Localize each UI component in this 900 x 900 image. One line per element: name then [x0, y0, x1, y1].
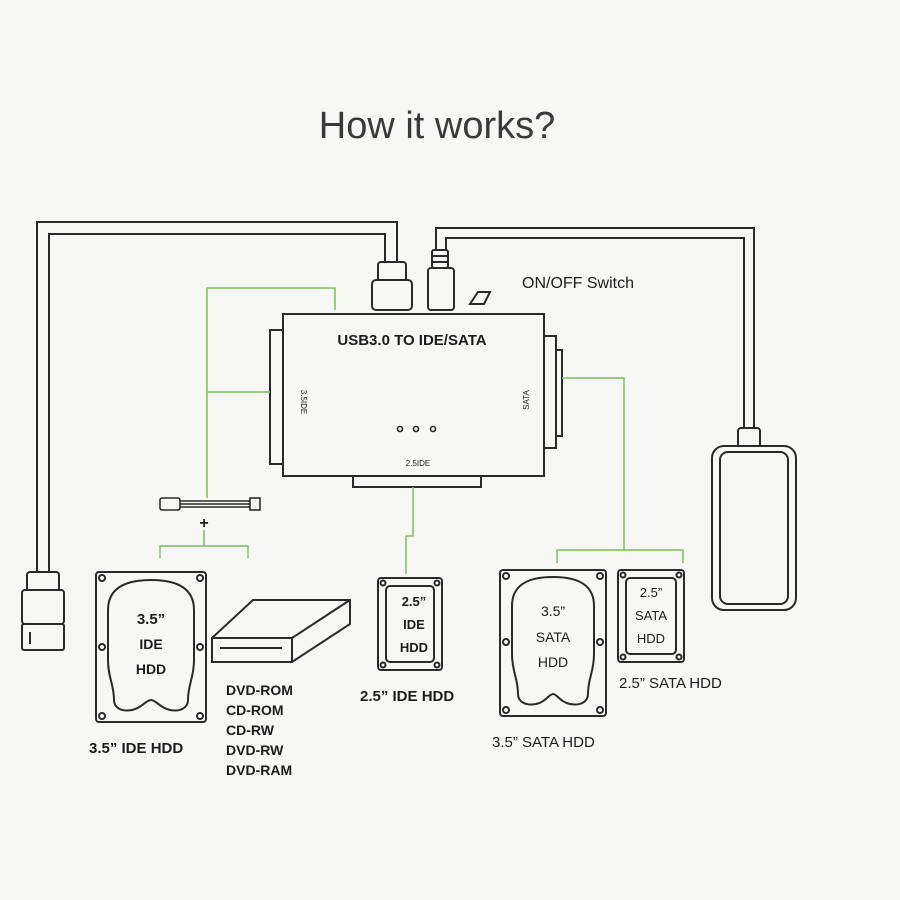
ide-35-caption: 3.5” IDE HDD	[89, 740, 183, 757]
ide-25-line1: 2.5”	[402, 594, 427, 609]
ide-25-caption: 2.5” IDE HDD	[360, 688, 454, 705]
adapter-label: USB3.0 TO IDE/SATA	[337, 332, 486, 349]
usb-cable	[36, 221, 398, 582]
switch-icon	[468, 291, 492, 305]
optical-drive-icon	[211, 599, 351, 663]
power-connector-icon	[427, 249, 455, 311]
sata-25-line2: SATA	[635, 608, 667, 623]
status-leds	[396, 425, 437, 433]
optical-item-5: DVD-RAM	[226, 762, 292, 778]
power-adapter-icon	[711, 427, 797, 611]
ide-25-line2: IDE	[403, 617, 425, 632]
plus-sign: +	[199, 515, 208, 532]
molex-cable-icon	[159, 497, 261, 511]
usb-plug-icon	[21, 571, 65, 651]
switch-label: ON/OFF Switch	[522, 275, 634, 292]
port-label-bottom: 2.5IDE	[406, 459, 430, 468]
port-label-right: SATA	[522, 389, 531, 409]
sata-25-line3: HDD	[637, 631, 665, 646]
ide-35-hdd-icon	[95, 571, 207, 723]
ide-25-line3: HDD	[400, 640, 428, 655]
usb-connector-icon	[371, 261, 413, 311]
ide-35-line3: HDD	[136, 661, 166, 677]
sata-25-line1: 2.5”	[640, 585, 662, 600]
optical-item-3: CD-RW	[226, 722, 275, 738]
optical-item-1: DVD-ROM	[226, 682, 293, 698]
ide-25-hdd-icon	[377, 577, 443, 671]
ide-35-line1: 3.5”	[137, 611, 165, 628]
port-label-left: 3.5IDE	[299, 390, 308, 414]
ide-35-line2: IDE	[139, 636, 162, 652]
optical-item-4: DVD-RW	[226, 742, 284, 758]
adapter-body	[269, 313, 563, 488]
page-title: How it works?	[319, 105, 556, 147]
sata-35-hdd-icon	[499, 569, 607, 717]
optical-item-2: CD-ROM	[226, 702, 284, 718]
sata-25-hdd-icon	[617, 569, 685, 663]
sata-35-caption: 3.5” SATA HDD	[492, 734, 595, 751]
sata-35-line3: HDD	[538, 654, 568, 670]
sata-35-line1: 3.5”	[541, 603, 565, 619]
sata-25-caption: 2.5” SATA HDD	[619, 675, 722, 692]
connector-lines	[159, 287, 684, 574]
sata-35-line2: SATA	[536, 629, 571, 645]
